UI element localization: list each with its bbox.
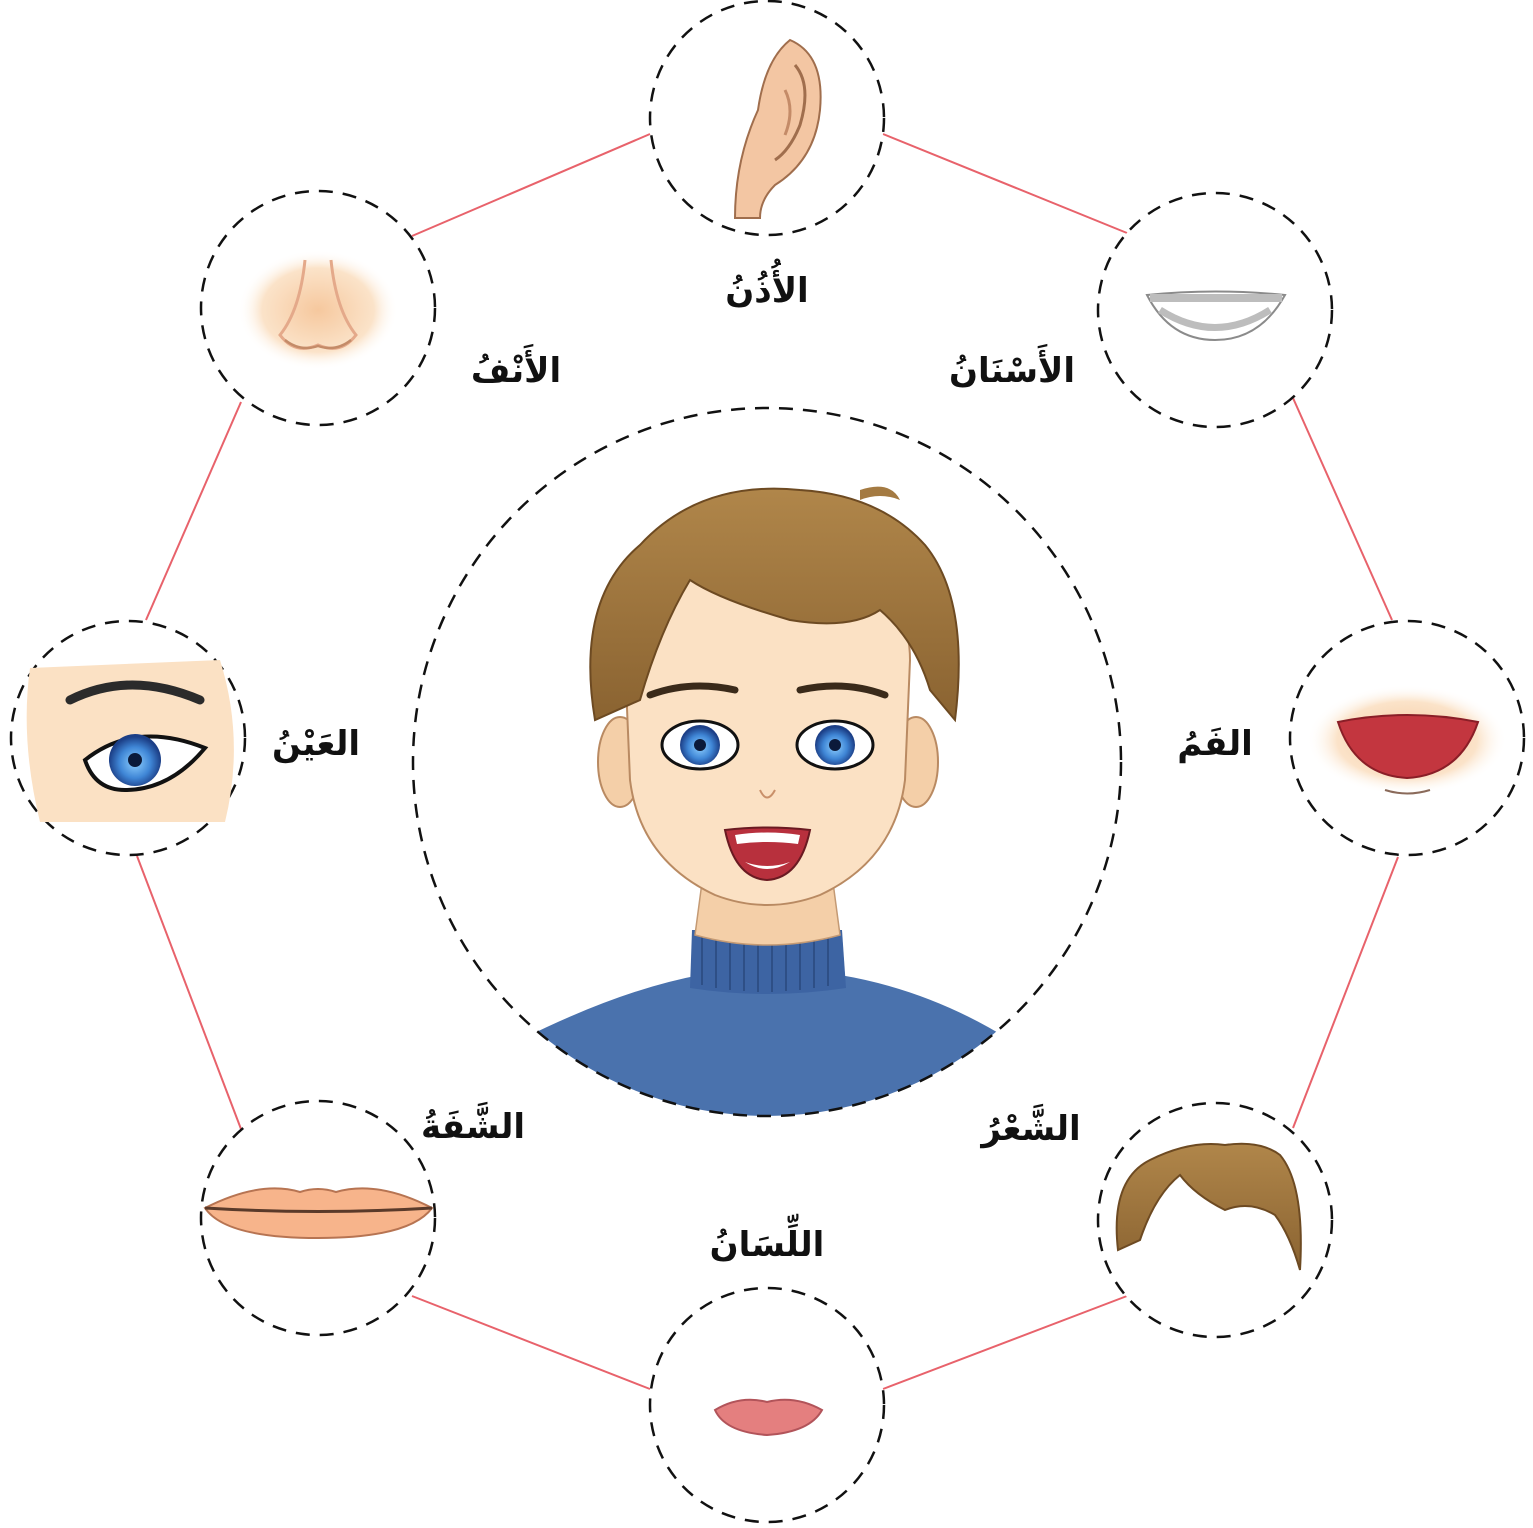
center-face-group [413,408,1121,1120]
nose-icon [238,250,398,370]
mouth-icon [1307,685,1507,795]
boy-face-illustration [413,408,1121,1120]
node-hair: الشَّعْرُ [979,1103,1332,1337]
connector-line [883,134,1127,233]
connector-line [883,1296,1127,1389]
connector-line [137,856,241,1129]
label-eye: العَيْنُ [272,724,360,764]
node-mouth: الفَمُ [1177,621,1524,855]
connector-line [412,1296,650,1389]
node-teeth: الأَسْنَانُ [949,193,1332,427]
label-mouth: الفَمُ [1177,724,1253,764]
connector-line [146,402,241,620]
label-nose: الأَنْفُ [471,343,561,391]
node-ear: الأُذُنُ [650,1,884,311]
label-teeth: الأَسْنَانُ [949,343,1075,391]
node-lip: الشَّفَةُ [201,1101,525,1335]
connector-line [1293,857,1398,1128]
label-ear: الأُذُنُ [725,258,808,311]
eye-icon [27,660,234,822]
label-tongue: اللِّسَانُ [710,1215,825,1265]
connector-line [412,134,650,236]
node-eye: العَيْنُ [11,621,360,855]
label-lip: الشَّفَةُ [421,1102,525,1147]
label-hair: الشَّعْرُ [979,1104,1080,1149]
node-tongue: اللِّسَانُ [650,1215,884,1522]
connector-line [1293,398,1392,620]
node-nose: الأَنْفُ [201,191,561,425]
